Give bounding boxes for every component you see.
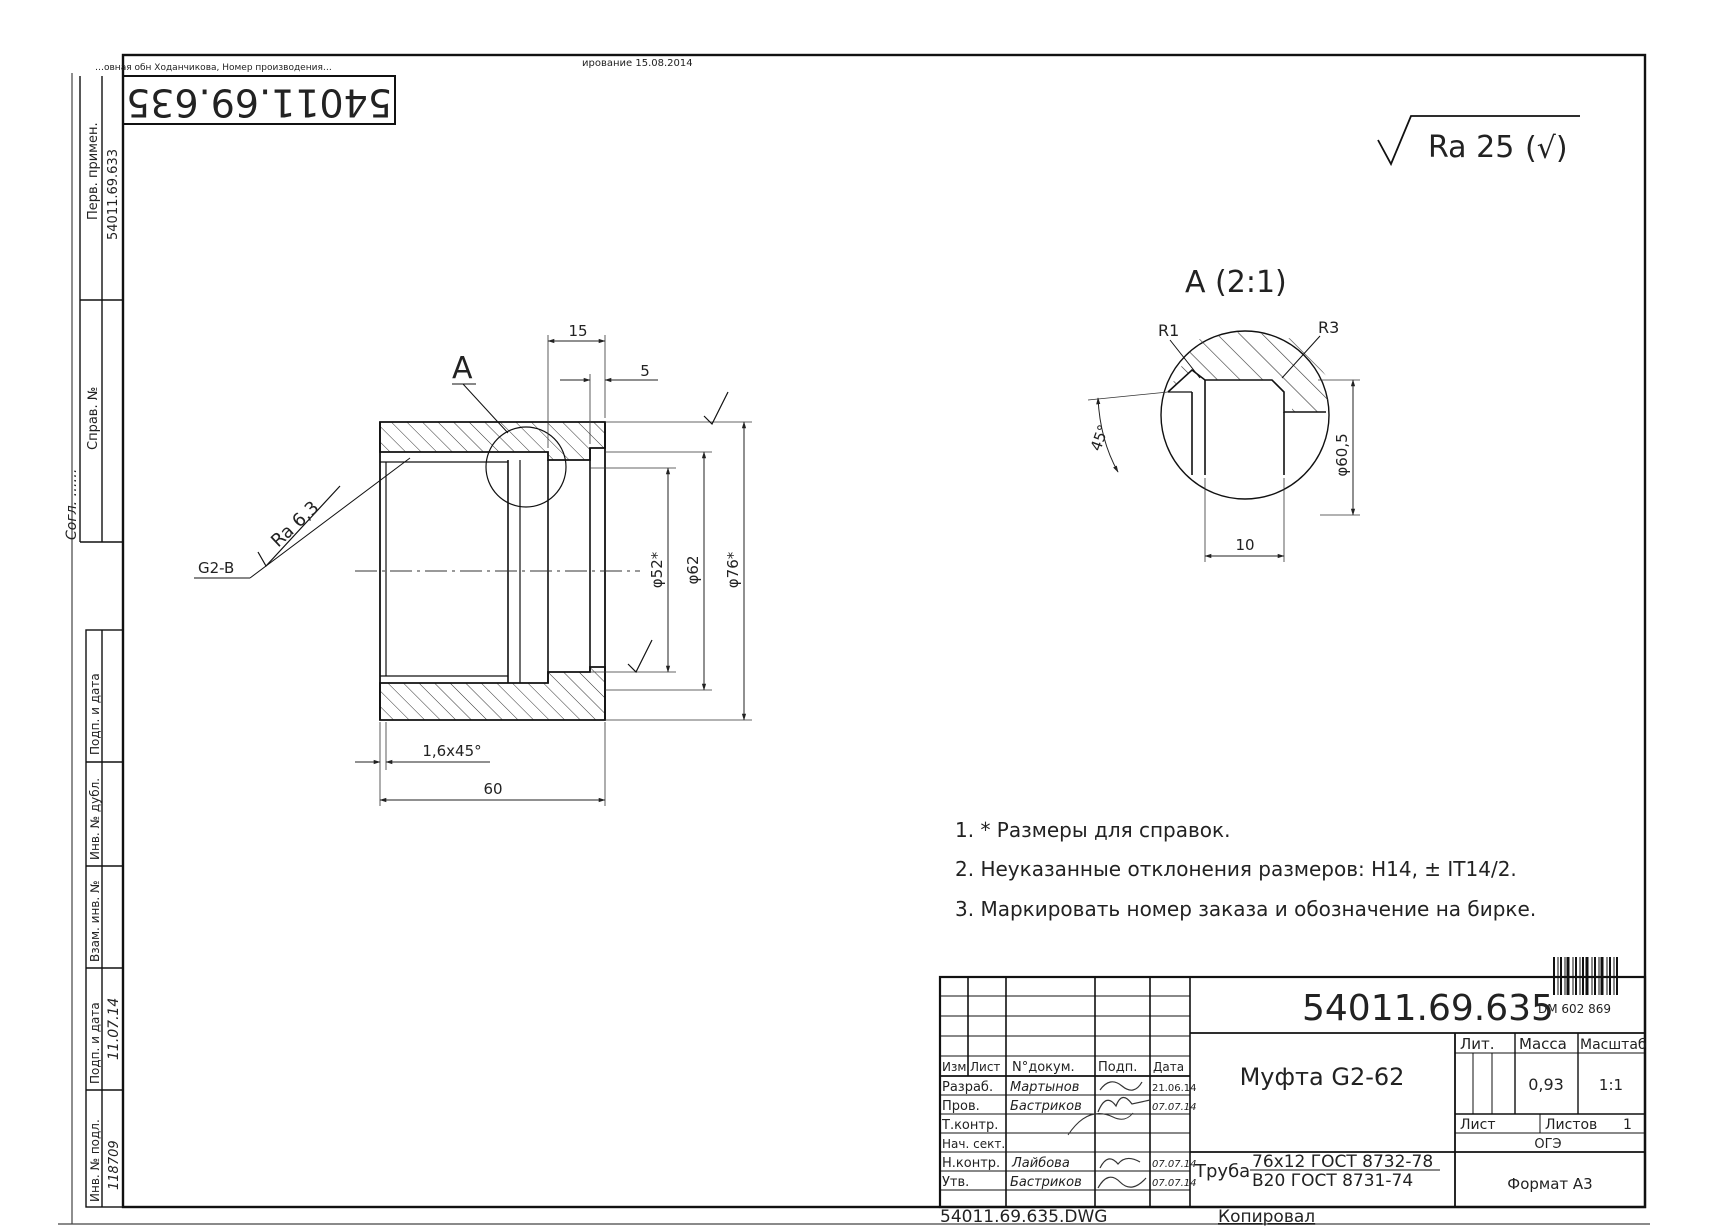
podp-i-data-label: Подп. и дата bbox=[88, 673, 102, 755]
roughness-tick-bore bbox=[627, 639, 653, 674]
lit-label: Лит. bbox=[1460, 1035, 1495, 1053]
sign-date: 11.07.14 bbox=[106, 998, 122, 1060]
name-n-kontr: Лайбова bbox=[1011, 1156, 1070, 1171]
format-label: Формат А3 bbox=[1507, 1175, 1592, 1193]
masshtab-label: Масштаб bbox=[1580, 1037, 1647, 1053]
org-label: ОГЭ bbox=[1534, 1137, 1561, 1152]
hdr-podp: Подп. bbox=[1098, 1060, 1137, 1075]
title-designation: 54011.69.635 bbox=[1302, 988, 1554, 1029]
hdr-n-dokum: N°докум. bbox=[1012, 1060, 1075, 1075]
material-line1: 76x12 ГОСТ 8732-78 bbox=[1252, 1152, 1433, 1172]
dim-5: 5 bbox=[640, 362, 650, 380]
detail-d605: φ60,5 bbox=[1333, 433, 1351, 476]
dim-d76: φ76* bbox=[724, 551, 742, 588]
inv-no-podl-label: Инв. № подл. bbox=[88, 1119, 102, 1202]
material-prefix: Труба bbox=[1194, 1161, 1250, 1182]
sheet-frame bbox=[58, 53, 1650, 1225]
detail-r3: R3 bbox=[1318, 318, 1339, 337]
hdr-izm: Изм bbox=[942, 1060, 966, 1074]
sign-n-kontr bbox=[1099, 1157, 1141, 1169]
detail-title: A (2:1) bbox=[1185, 265, 1287, 300]
note-1: 1. * Размеры для справок. bbox=[955, 818, 1230, 842]
handwritten-approval: Согл. …… bbox=[64, 468, 80, 540]
date-n-kontr: 07.07.14 bbox=[1152, 1159, 1197, 1170]
designation-upside-down: 54011.69.635 bbox=[126, 81, 392, 125]
detail-hatched-area bbox=[1168, 331, 1329, 412]
roughness-tick-top bbox=[703, 391, 729, 426]
section-mark-a: A bbox=[452, 351, 473, 386]
detail-a-circle bbox=[485, 426, 567, 508]
sign-prov bbox=[1097, 1096, 1151, 1113]
detail-w10: 10 bbox=[1235, 536, 1254, 554]
role-t-kontr: Т.контр. bbox=[941, 1118, 998, 1133]
detail-r1: R1 bbox=[1158, 321, 1179, 340]
dim-d52: φ52* bbox=[648, 551, 666, 588]
inv-no-dubl-label: Инв. № дубл. bbox=[88, 778, 102, 860]
upper-wall-section bbox=[379, 421, 606, 461]
dim-chamfer: 1,6x45° bbox=[422, 742, 481, 760]
date-razrab: 21.06.14 bbox=[1152, 1083, 1197, 1094]
name-razrab: Мартынов bbox=[1010, 1080, 1079, 1095]
massa-value: 0,93 bbox=[1528, 1075, 1564, 1094]
sprav-no-label: Справ. № bbox=[86, 387, 101, 450]
note-3: 3. Маркировать номер заказа и обозначени… bbox=[955, 897, 1536, 921]
hdr-data: Дата bbox=[1153, 1060, 1184, 1074]
part-name: Муфта G2-62 bbox=[1240, 1063, 1405, 1091]
detail-view-a: A (2:1) R1 R3 45° φ60,5 10 bbox=[1087, 265, 1360, 562]
sign-utv bbox=[1097, 1176, 1147, 1189]
date-prov: 07.07.14 bbox=[1152, 1102, 1197, 1113]
masshtab-value: 1:1 bbox=[1599, 1076, 1623, 1094]
general-roughness-check: (√) bbox=[1525, 131, 1568, 166]
perv-primen-label: Перв. примен. bbox=[86, 122, 101, 220]
sign-razrab bbox=[1099, 1081, 1143, 1091]
podl-i-data-label: Подп. и дата bbox=[88, 1002, 102, 1084]
date-utv: 07.07.14 bbox=[1152, 1178, 1197, 1189]
side-strip: Перв. примен. 54011.69.633 Справ. № Согл… bbox=[64, 76, 124, 1208]
hdr-list: Лист bbox=[970, 1060, 1000, 1074]
list-label: Лист bbox=[1460, 1117, 1495, 1133]
notes: 1. * Размеры для справок. 2. Неуказанные… bbox=[955, 818, 1536, 921]
sign-t-kontr bbox=[1067, 1112, 1134, 1136]
listov-label: Листов bbox=[1545, 1117, 1597, 1133]
note-2: 2. Неуказанные отклонения размеров: H14,… bbox=[955, 857, 1517, 881]
vzam-inv-no-label: Взам. инв. № bbox=[88, 881, 102, 962]
perv-primen-value: 54011.69.633 bbox=[106, 149, 121, 240]
dim-length: 60 bbox=[483, 780, 502, 798]
copied-label: Копировал bbox=[1218, 1207, 1315, 1227]
thread-label: G2-B bbox=[198, 559, 234, 577]
scan-header: …овная обн Ходанчикова, Номер производен… bbox=[95, 63, 332, 73]
role-utv: Утв. bbox=[942, 1175, 969, 1190]
listov-value: 1 bbox=[1623, 1117, 1632, 1133]
role-razrab: Разраб. bbox=[942, 1080, 993, 1095]
main-section-view: A 15 5 φ52* φ62 φ76* 1,6x45° bbox=[194, 322, 752, 806]
copied-stamp: ирование 15.08.2014 bbox=[582, 58, 693, 69]
dim-15: 15 bbox=[568, 322, 587, 340]
name-prov: Бастриков bbox=[1010, 1099, 1082, 1114]
role-prov: Пров. bbox=[942, 1099, 980, 1114]
general-roughness-symbol: Ra 25 (√) bbox=[1377, 115, 1580, 167]
file-name: 54011.69.635.DWG bbox=[940, 1207, 1107, 1227]
material-line2: В20 ГОСТ 8731-74 bbox=[1252, 1171, 1413, 1191]
barcode bbox=[1553, 957, 1618, 995]
designation-upside-down-box: 54011.69.635 bbox=[122, 75, 396, 125]
name-utv: Бастриков bbox=[1010, 1175, 1082, 1190]
detail-angle: 45° bbox=[1087, 422, 1113, 453]
role-n-kontr: Н.контр. bbox=[942, 1156, 1000, 1171]
role-nach-sekt: Нач. сект. bbox=[942, 1137, 1005, 1151]
general-roughness-label: Ra 25 bbox=[1428, 130, 1514, 165]
massa-label: Масса bbox=[1519, 1035, 1567, 1053]
title-block: 54011.69.635 bbox=[938, 957, 1647, 1227]
barcode-caption: DM 602 869 bbox=[1538, 1002, 1611, 1016]
lower-wall-section bbox=[379, 666, 606, 721]
dim-d62: φ62 bbox=[684, 556, 702, 585]
inv-no-podl-value: 118709 bbox=[107, 1140, 122, 1190]
